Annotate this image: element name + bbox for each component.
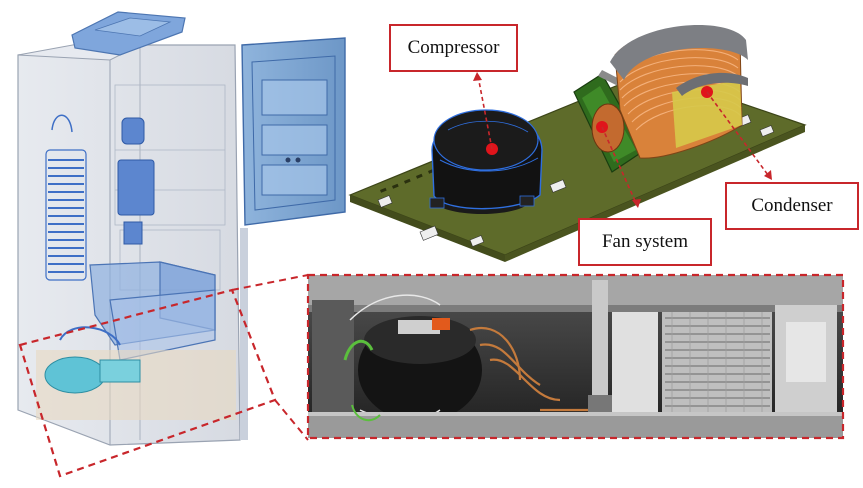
evaporator-coil — [45, 114, 87, 281]
fan-system-label: Fan system — [578, 218, 712, 266]
compressor-label: Compressor — [389, 24, 518, 72]
zoom-connector-top — [231, 274, 309, 291]
photo-frame — [306, 273, 845, 440]
evaporator-fan-housing — [117, 117, 155, 245]
fan-system-arrowhead — [632, 199, 641, 208]
condenser-arrowhead — [764, 170, 772, 180]
compressor-model — [429, 109, 543, 214]
compressor-in-cabinet — [36, 326, 236, 420]
compressor-arrowhead — [473, 72, 482, 81]
condenser-label: Condenser — [725, 182, 859, 230]
refrigerator-3d-model — [17, 11, 346, 446]
refrigerator-door — [241, 37, 346, 226]
zoom-connector-bottom — [274, 399, 309, 441]
compressor-bay-photo — [308, 275, 843, 438]
crisper-drawer — [89, 261, 216, 361]
condenser-leader — [706, 91, 769, 176]
compressor-leader — [477, 75, 493, 150]
condenser-model — [610, 24, 748, 159]
